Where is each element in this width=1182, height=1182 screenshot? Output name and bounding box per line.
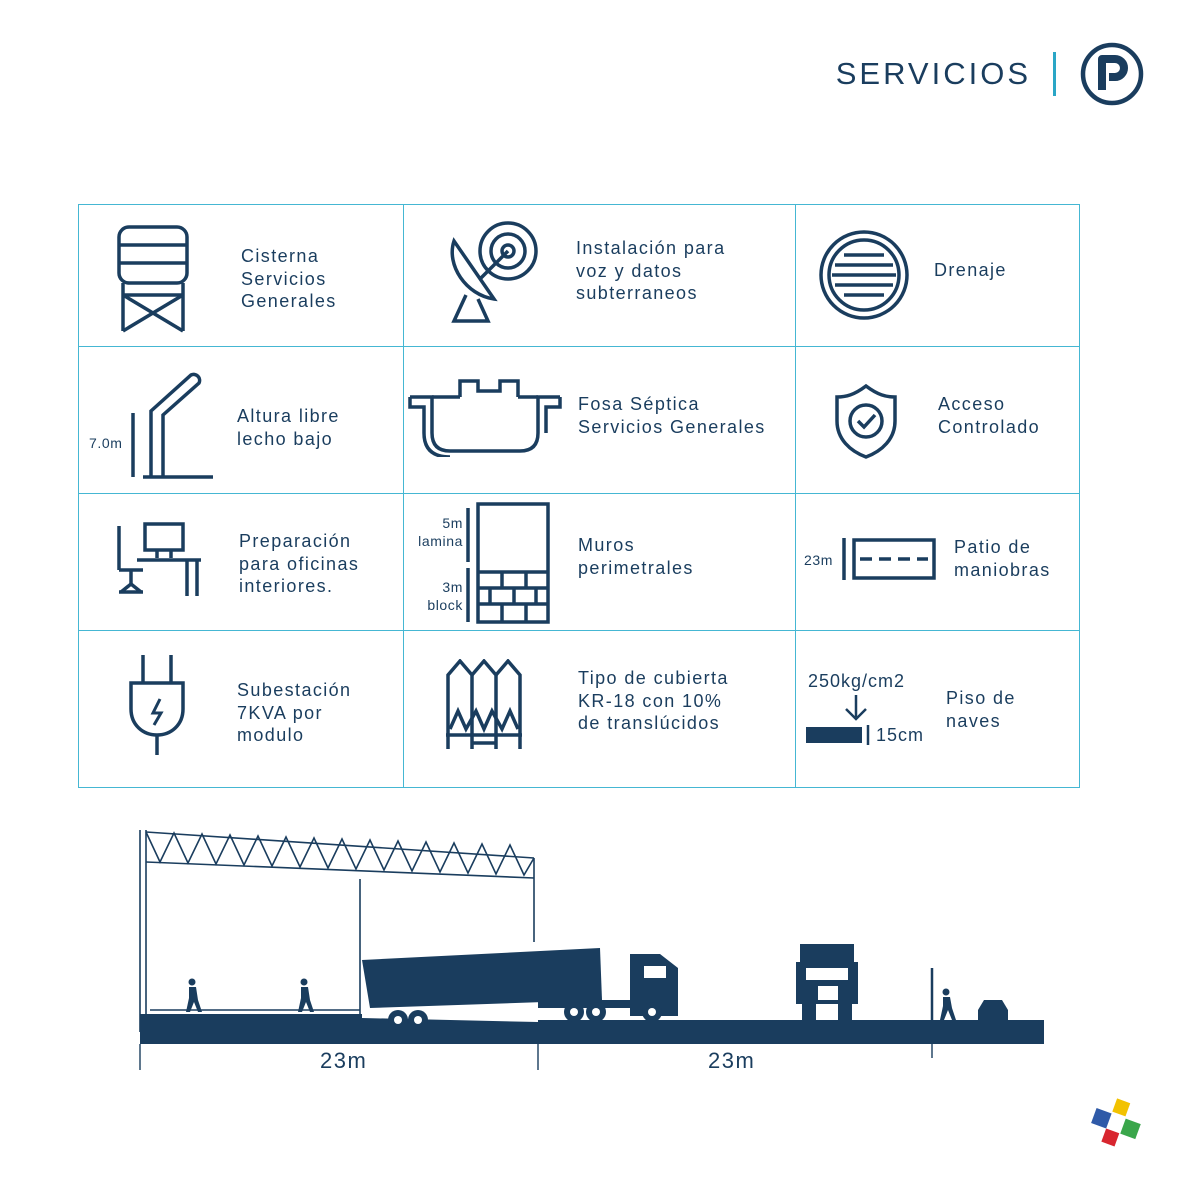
service-label: Muros perimetrales	[578, 535, 694, 578]
service-fosa: Fosa Séptica Servicios Generales	[404, 347, 796, 494]
shield-check-icon	[835, 383, 897, 459]
power-plug-icon	[129, 655, 185, 755]
service-oficinas: Preparación para oficinas interiores.	[79, 494, 404, 631]
road-icon	[842, 538, 936, 580]
dimension-label: 7.0m	[89, 435, 123, 451]
service-acceso: Acceso Controlado	[796, 347, 1079, 494]
service-label: Preparación para oficinas interiores.	[239, 531, 360, 596]
drain-cover-icon	[819, 230, 909, 320]
brand-mark-icon	[1091, 1098, 1141, 1147]
roof-panels-icon	[446, 659, 522, 749]
truck-front	[796, 944, 858, 1022]
car	[978, 1000, 1008, 1022]
street-lamp-icon	[131, 372, 213, 479]
service-subestacion: Subestación 7KVA por modulo	[79, 631, 404, 787]
service-drenaje: Drenaje	[796, 205, 1079, 347]
service-patio: 23m Patio de maniobras	[796, 494, 1079, 631]
worker-figure	[186, 978, 956, 1020]
service-cisterna: Cisterna Servicios Generales	[79, 205, 404, 347]
service-label: Tipo de cubierta KR-18 con 10% de transl…	[578, 668, 729, 733]
thickness-label: 15cm	[876, 725, 925, 745]
satellite-dish-icon	[450, 221, 538, 323]
header-divider	[1053, 52, 1056, 96]
lower-wall-label: 3m block	[427, 579, 463, 613]
page-title: SERVICIOS	[835, 56, 1031, 91]
service-label: Altura libre lecho bajo	[237, 406, 340, 449]
service-cubierta: Tipo de cubierta KR-18 con 10% de transl…	[404, 631, 796, 787]
semi-truck	[362, 948, 678, 1030]
service-label: Fosa Séptica Servicios Generales	[578, 394, 766, 437]
floor-slab-icon	[806, 695, 870, 745]
service-piso: 250kg/cm2 15cm Piso de naves	[796, 631, 1079, 787]
service-label: Piso de naves	[946, 688, 1016, 731]
service-label: Patio de maniobras	[954, 537, 1051, 580]
services-grid: Cisterna Servicios Generales Instalación…	[78, 204, 1080, 788]
service-voz-datos: Instalación para voz y datos subterraneo…	[404, 205, 796, 347]
upper-wall-label: 5m lamina	[418, 515, 463, 549]
service-label: Drenaje	[934, 260, 1007, 280]
right-dimension: 23m	[708, 1048, 756, 1073]
left-dimension: 23m	[320, 1048, 368, 1073]
service-muros: 5m lamina 3m block Muros perimetrales	[404, 494, 796, 631]
p-circle-icon	[1080, 42, 1144, 106]
load-label: 250kg/cm2	[808, 671, 906, 691]
service-label: Subestación 7KVA por modulo	[237, 680, 352, 745]
septic-tank-icon	[408, 379, 562, 457]
service-label: Instalación para voz y datos subterraneo…	[576, 238, 726, 303]
office-desk-icon	[117, 522, 201, 596]
water-tower-icon	[117, 225, 189, 333]
dimension-label: 23m	[804, 552, 834, 568]
building-cross-section	[139, 830, 1044, 1070]
header: SERVICIOS	[835, 42, 1144, 106]
roof-truss	[139, 830, 535, 1032]
service-label: Cisterna Servicios Generales	[241, 246, 337, 311]
wall-icon	[466, 502, 550, 624]
service-altura: 7.0m Altura libre lecho bajo	[79, 347, 404, 494]
service-label: Acceso Controlado	[938, 394, 1041, 437]
